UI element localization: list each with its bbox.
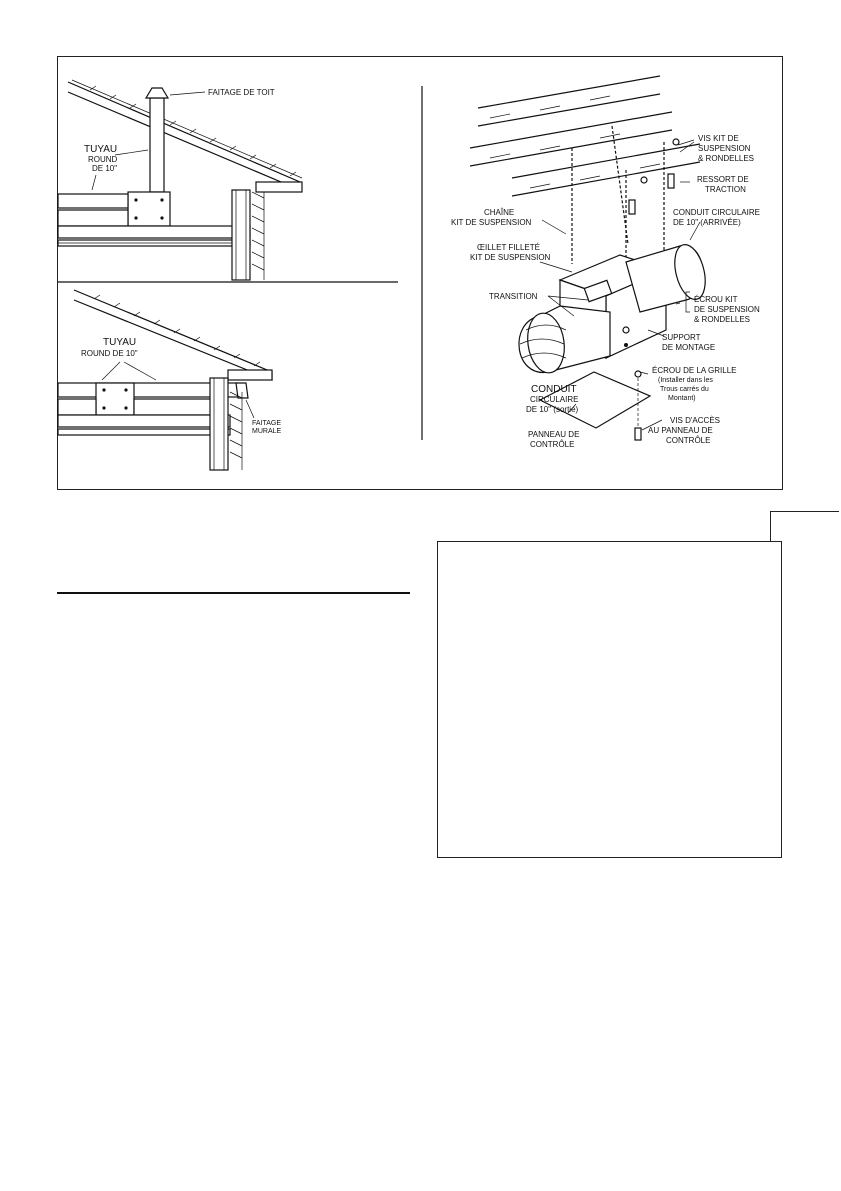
label-roof-cap: FAITAGE DE TOIT bbox=[208, 88, 275, 97]
label-chain-1: CHAÎNE bbox=[484, 208, 514, 217]
label-pipe-round: ROUND bbox=[88, 155, 118, 164]
label-eyelet-2: KIT DE SUSPENSION bbox=[470, 253, 551, 262]
attic-duct-diagram-panel bbox=[437, 541, 782, 858]
label-wall-pipe-title: TUYAU bbox=[103, 337, 136, 348]
label-wall-pipe-round: ROUND DE 10" bbox=[81, 349, 138, 358]
label-access-screw-3: CONTRÔLE bbox=[666, 436, 710, 445]
label-grille-nut-1: ÉCROU DE LA GRILLE bbox=[652, 366, 736, 375]
label-access-screw-1: VIS D'ACCÈS bbox=[670, 416, 720, 425]
wall-vent-section: TUYAU ROUND DE 10" FAITAGE MURALE bbox=[57, 289, 282, 471]
label-outlet-2: CIRCULAIRE bbox=[530, 395, 578, 404]
label-panel-1: PANNEAU DE bbox=[528, 430, 579, 439]
label-outlet-1: CONDUIT bbox=[531, 384, 577, 395]
label-grille-nut-3: Trous carrés du bbox=[660, 386, 709, 393]
label-inlet-2: DE 10" (ARRIVÉE) bbox=[673, 218, 741, 227]
label-wall-cap-1: FAITAGE bbox=[252, 420, 281, 427]
figure-number-box bbox=[770, 511, 839, 545]
label-nut-2: DE SUSPENSION bbox=[694, 305, 760, 314]
label-hanger-screw-1: VIS KIT DE bbox=[698, 134, 739, 143]
label-chain-2: KIT DE SUSPENSION bbox=[451, 218, 532, 227]
label-wall-cap-2: MURALE bbox=[252, 428, 282, 435]
label-nut-3: & RONDELLES bbox=[694, 315, 750, 324]
label-hanger-screw-3: & RONDELLES bbox=[698, 154, 754, 163]
label-bracket-1: SUPPORT bbox=[662, 333, 701, 342]
label-spring-2: TRACTION bbox=[705, 185, 746, 194]
label-panel-2: CONTRÔLE bbox=[530, 440, 574, 449]
label-pipe-title: TUYAU bbox=[84, 144, 117, 155]
label-grille-nut-4: Montant) bbox=[668, 395, 696, 402]
label-transition: TRANSITION bbox=[489, 292, 538, 301]
label-outlet-3: DE 10" (sortie) bbox=[526, 405, 579, 414]
label-nut-1: ÉCROU KIT bbox=[694, 295, 738, 304]
control-panel-shape bbox=[538, 371, 652, 429]
section-heading-rule bbox=[57, 592, 410, 594]
label-access-screw-2: AU PANNEAU DE bbox=[648, 426, 713, 435]
roof-vent-section: FAITAGE DE TOIT TUYAU ROUND DE 10" bbox=[57, 79, 398, 283]
roof-cap-shape bbox=[144, 87, 170, 99]
label-bracket-2: DE MONTAGE bbox=[662, 343, 715, 352]
label-eyelet-1: ŒILLET FILLETÉ bbox=[477, 243, 540, 252]
suspension-assembly: VIS KIT DE SUSPENSION & RONDELLES RESSOR… bbox=[451, 75, 760, 449]
label-hanger-screw-2: SUSPENSION bbox=[698, 144, 751, 153]
label-inlet-1: CONDUIT CIRCULAIRE bbox=[673, 208, 760, 217]
label-spring-1: RESSORT DE bbox=[697, 175, 749, 184]
label-grille-nut-2: (Installer dans les bbox=[658, 377, 713, 384]
label-pipe-size: DE 10" bbox=[92, 164, 117, 173]
